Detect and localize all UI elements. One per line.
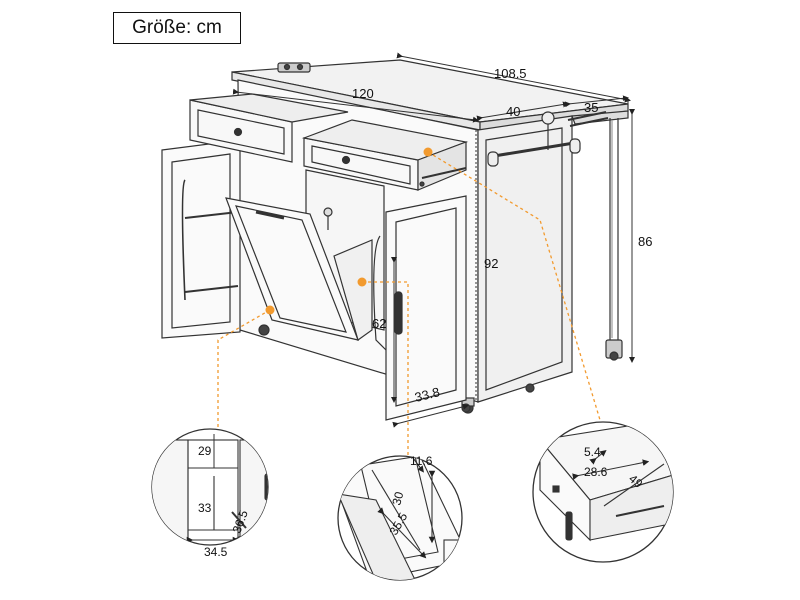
dim-trash-depth: 34.5 <box>204 545 228 559</box>
dim-cabinet-height: 92 <box>484 256 498 271</box>
callout-dot <box>423 147 433 157</box>
dim-bin-top: 11.6 <box>410 454 433 468</box>
dimension-lines <box>232 52 635 428</box>
dim-trash-lower: 33 <box>198 501 212 515</box>
detail-tilt-bin: 11.6 30 35.5 <box>337 454 463 581</box>
callout-dot <box>265 305 275 315</box>
dim-door-height: 62 <box>372 316 386 331</box>
size-unit-label: Größe: cm <box>113 12 241 44</box>
dim-total-height: 86 <box>638 234 652 249</box>
dim-bin-side: 30 <box>389 490 406 507</box>
dim-top-width: 108.5 <box>494 66 527 81</box>
callout-dot <box>357 277 367 287</box>
dim-extension: 35 <box>584 100 598 115</box>
dim-drawer-height: 5.4 <box>584 445 601 459</box>
right-door <box>373 195 471 421</box>
dim-door-width: 33.8 <box>413 384 441 405</box>
dim-top-length: 120 <box>352 86 374 101</box>
callout-lines <box>217 151 601 456</box>
detail-drawer: 5.4 28.6 49 <box>532 421 674 563</box>
left-door <box>161 139 241 339</box>
detail-trash-cabinet: 29 33 34.5 36.5 <box>151 428 269 559</box>
center-compartment <box>225 169 385 341</box>
dim-top-depth: 40 <box>506 104 520 119</box>
dim-trash-upper: 29 <box>198 444 212 458</box>
dim-drawer-depth: 28.6 <box>584 465 608 479</box>
